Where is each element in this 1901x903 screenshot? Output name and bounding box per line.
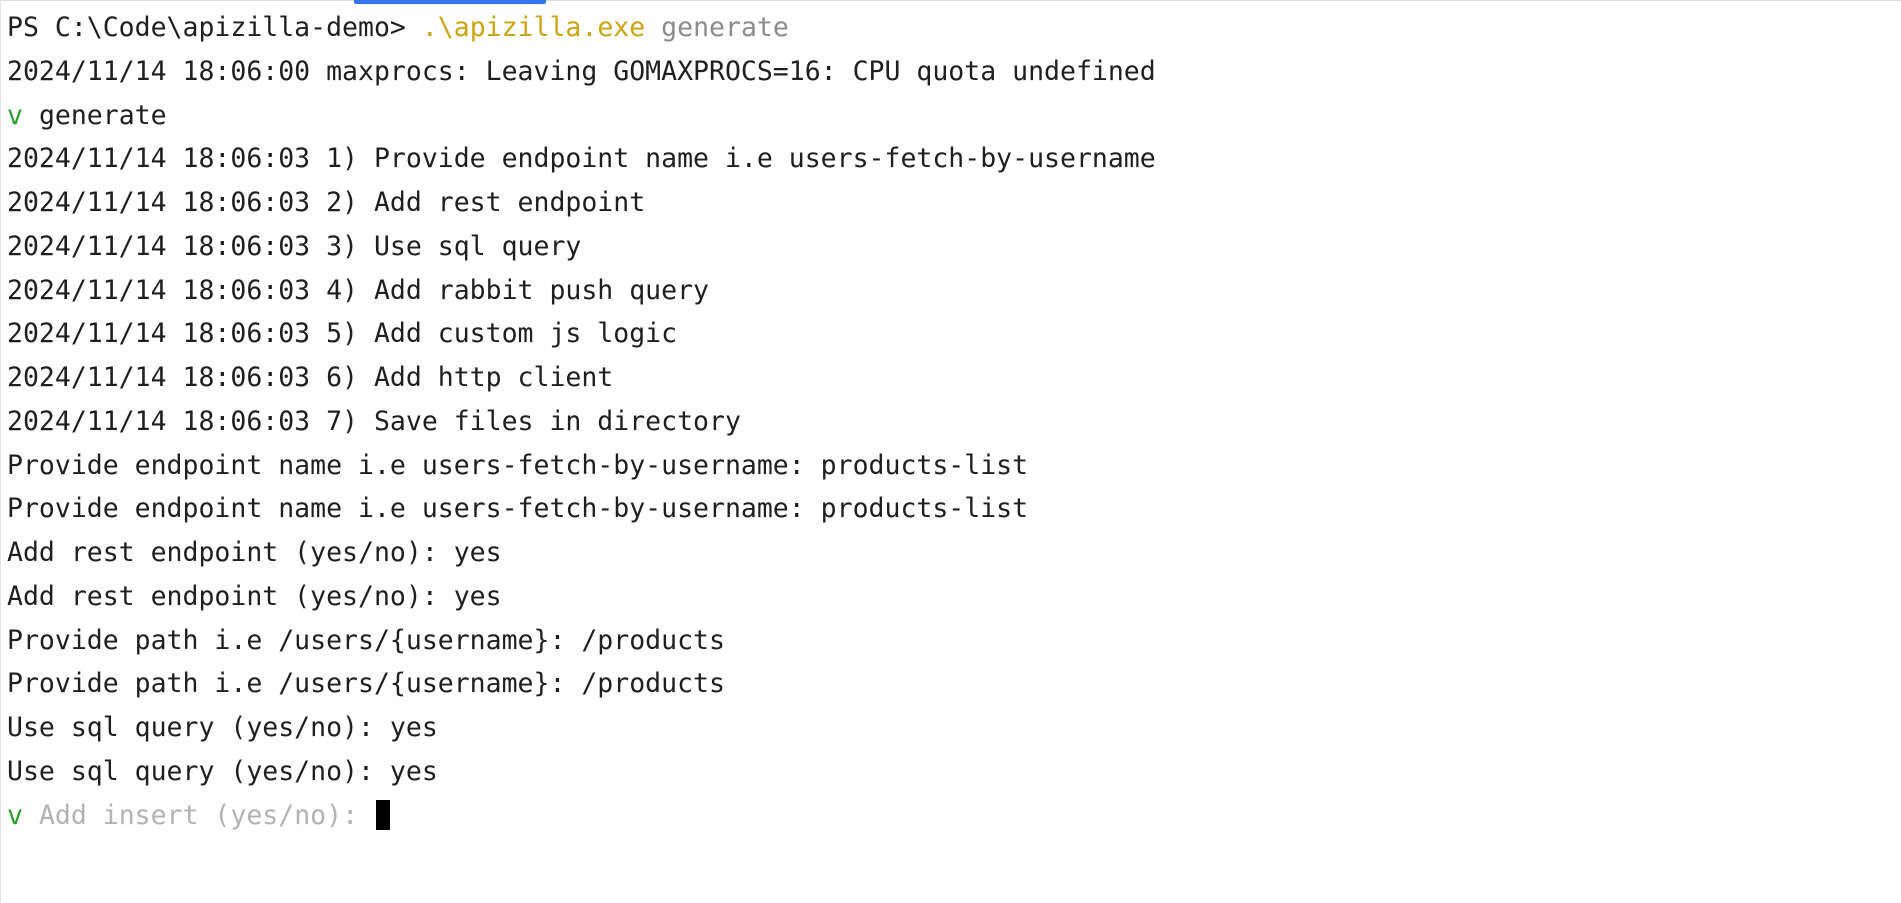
maxprocs-line: 2024/11/14 18:06:00 maxprocs: Leaving GO… [7,55,1156,87]
answer-line: Provide path i.e /users/{username}: /pro… [7,668,725,700]
answer-line: Provide endpoint name i.e users-fetch-by… [7,493,1029,525]
step-line-2: 2024/11/14 18:06:03 2) Add rest endpoint [7,187,646,218]
step-line-6: 2024/11/14 18:06:03 6) Add http client [7,362,614,393]
prompt-argument: generate [661,12,789,43]
step-line-3: 2024/11/14 18:06:03 3) Use sql query [7,230,582,262]
answer-line: Use sql query (yes/no): yes [7,712,438,743]
selected-command-text: generate [38,99,167,131]
prompt-line: PS C:\Code\apizilla-demo> .\apizilla.exe… [7,6,1901,50]
top-border [0,0,1901,1]
left-border [0,0,1,903]
text-cursor[interactable] [376,799,390,830]
step-line-7: 2024/11/14 18:06:03 7) Save files in dir… [7,405,741,437]
selected-command-line: v generate [7,94,1901,138]
step-line-1: 2024/11/14 18:06:03 1) Provide endpoint … [7,143,1156,175]
answer-line: Provide endpoint name i.e users-fetch-by… [7,449,1029,481]
answer-line: Add rest endpoint (yes/no): yes [7,580,502,612]
current-prompt-line[interactable]: v Add insert (yes/no): [7,794,1901,838]
answer-line: Use sql query (yes/no): yes [7,755,438,787]
prompt-command: .\apizilla.exe [421,12,646,43]
step-line-4: 2024/11/14 18:06:03 4) Add rabbit push q… [7,274,709,306]
active-tab-indicator [354,0,546,4]
answer-line: Add rest endpoint (yes/no): yes [7,537,502,568]
terminal-output[interactable]: PS C:\Code\apizilla-demo> .\apizilla.exe… [7,6,1901,837]
answer-line: Provide path i.e /users/{username}: /pro… [7,624,725,656]
prompt-path: PS C:\Code\apizilla-demo> [7,12,406,43]
check-icon: v [7,99,23,131]
current-prompt-text: Add insert (yes/no): [38,799,359,831]
check-icon: v [7,799,23,831]
step-line-5: 2024/11/14 18:06:03 5) Add custom js log… [7,318,678,350]
